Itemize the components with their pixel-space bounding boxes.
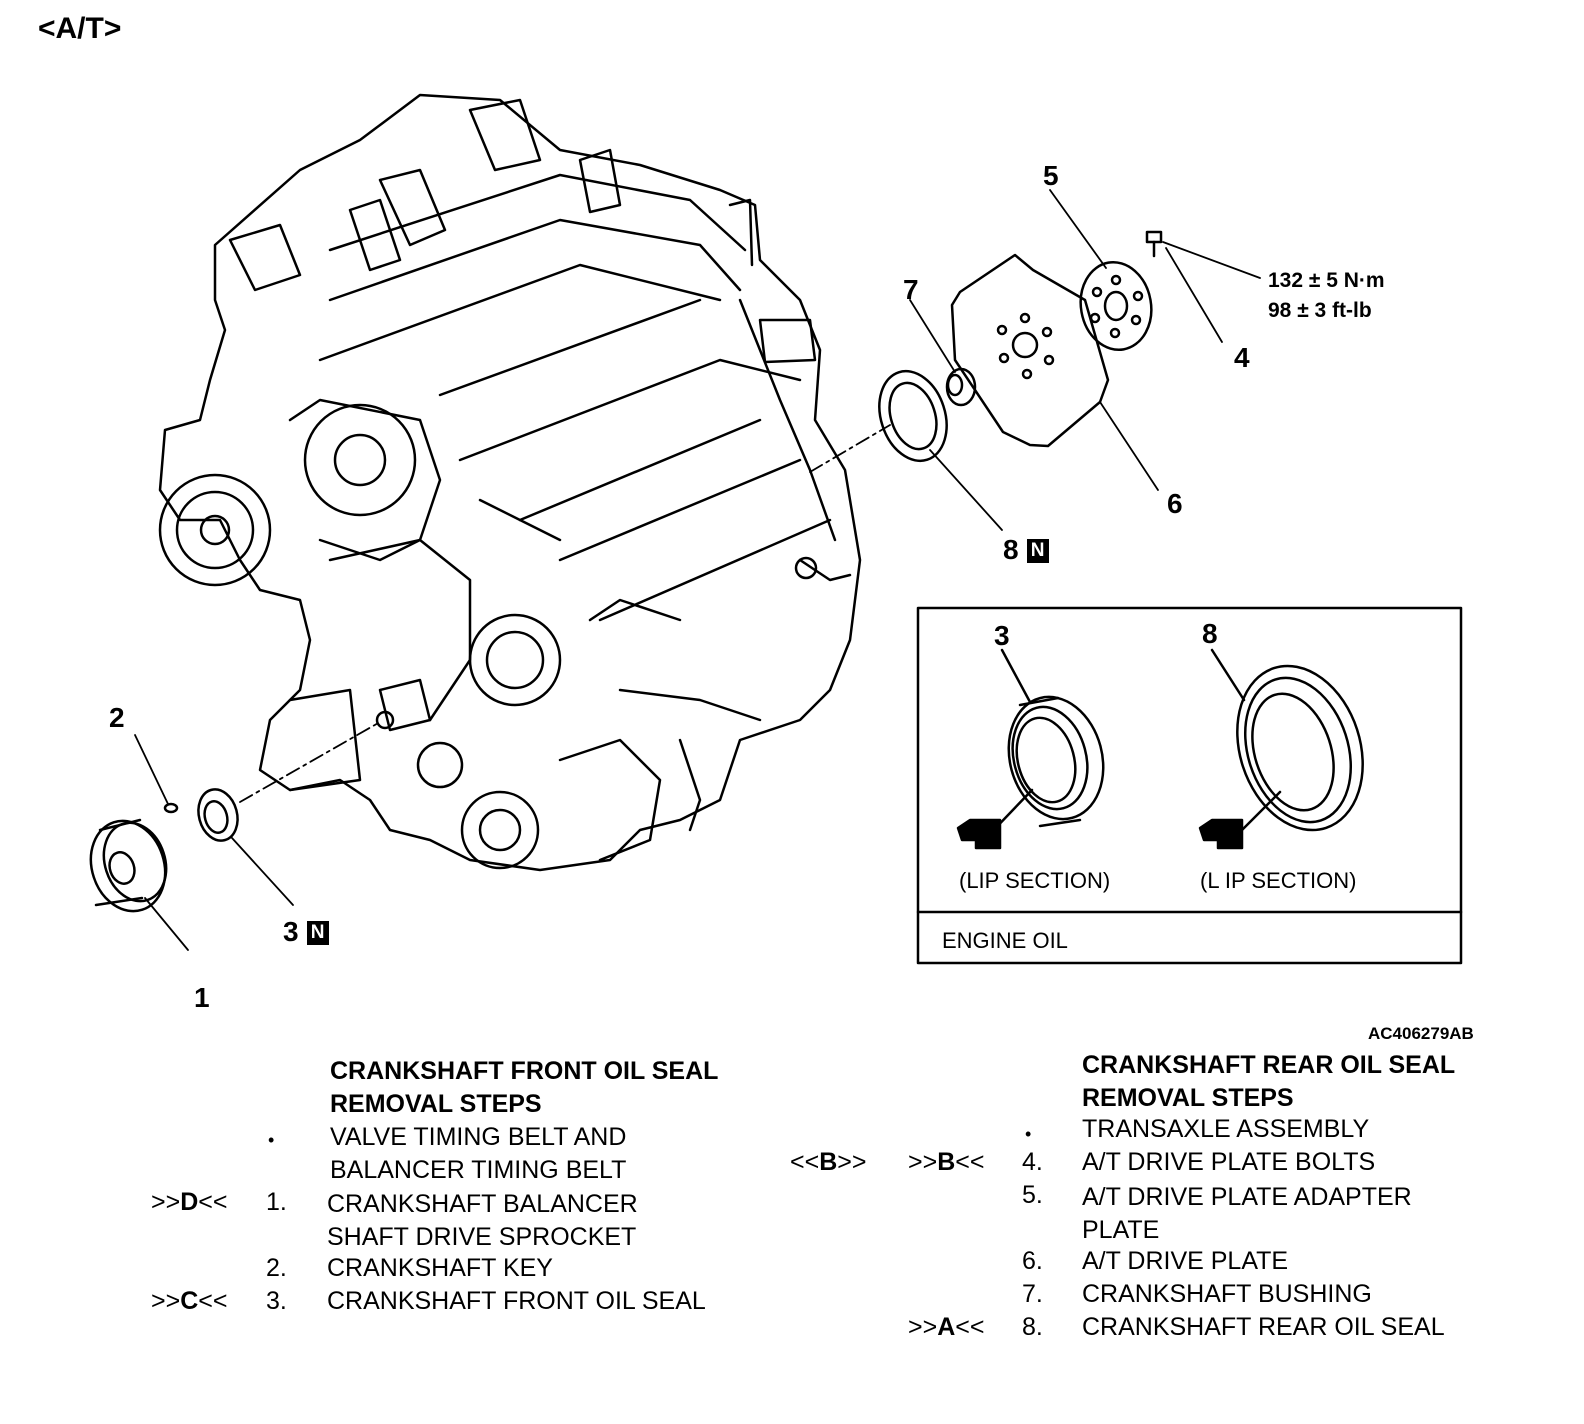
new-part-badge: N: [1026, 539, 1049, 563]
engine-assembly-illustration: [158, 93, 862, 872]
front-heading-line2: REMOVAL STEPS: [330, 1090, 542, 1118]
engine-oil-legend: ENGINE OIL: [942, 928, 1068, 953]
oil-can-icon-left: [956, 818, 1002, 850]
rear-prereq: TRANSAXLE ASSEMBLY: [1082, 1115, 1370, 1143]
front-heading: CRANKSHAFT FRONT OIL SEAL REMOVAL STEPS: [330, 1055, 718, 1121]
rear-heading-line1: CRANKSHAFT REAR OIL SEAL: [1082, 1051, 1456, 1079]
drive-plate-bolt-part: [1145, 230, 1163, 258]
rear-step-7-text: CRANKSHAFT BUSHING: [1082, 1280, 1372, 1308]
front-prereq-line1: VALVE TIMING BELT AND: [330, 1123, 627, 1151]
rear-bullet: •: [1025, 1124, 1032, 1144]
rear-step-4-num: 4.: [1022, 1148, 1043, 1176]
rear-step-8-text: CRANKSHAFT REAR OIL SEAL: [1082, 1313, 1445, 1341]
lip-section-caption-right: (L IP SECTION): [1200, 868, 1357, 893]
new-part-badge: N: [306, 921, 329, 945]
rear-step-6-text: A/T DRIVE PLATE: [1082, 1247, 1289, 1275]
front-oil-seal-part: [197, 788, 239, 842]
front-prereq: VALVE TIMING BELT AND BALANCER TIMING BE…: [330, 1121, 626, 1187]
rear-oil-seal-part: [878, 369, 948, 463]
rear-step-5-line2: PLATE: [1082, 1216, 1160, 1244]
front-bullet: •: [268, 1130, 275, 1150]
callout-1: 1: [194, 982, 210, 1013]
rear-step-5-text: A/T DRIVE PLATE ADAPTER PLATE: [1082, 1181, 1412, 1247]
callout-2: 2: [109, 702, 125, 733]
rear-step-8-install-ref: >>A<<: [908, 1313, 985, 1341]
torque-imperial: 98 ± 3 ft-lb: [1268, 299, 1372, 322]
front-step-1-line2: SHAFT DRIVE SPROCKET: [327, 1223, 637, 1251]
callout-3: 3: [283, 916, 299, 947]
figure-id: AC406279AB: [1368, 1024, 1474, 1043]
page-title: <A/T>: [38, 12, 122, 45]
front-step-3-ref: >>C<<: [151, 1287, 228, 1315]
callout-6: 6: [1167, 488, 1183, 519]
inset-callout-8: 8: [1202, 618, 1218, 649]
rear-step-5-line1: A/T DRIVE PLATE ADAPTER: [1082, 1183, 1412, 1211]
torque-metric: 132 ± 5 N·m: [1268, 269, 1385, 292]
front-step-1-num: 1.: [266, 1188, 287, 1216]
lip-section-caption-left: (LIP SECTION): [959, 868, 1111, 893]
front-step-3-num: 3.: [266, 1287, 287, 1315]
rear-heading: CRANKSHAFT REAR OIL SEAL REMOVAL STEPS: [1082, 1049, 1455, 1115]
oil-can-icon-right: [1198, 818, 1244, 850]
rear-step-4-install-ref: >>B<<: [908, 1148, 985, 1176]
crankshaft-sprocket-part: [89, 818, 168, 913]
drive-plate-part: [950, 253, 1110, 448]
front-step-1-ref: >>D<<: [151, 1188, 228, 1216]
crankshaft-bushing-part: [945, 367, 977, 407]
rear-step-7-num: 7.: [1022, 1280, 1043, 1308]
rear-step-8-num: 8.: [1022, 1313, 1043, 1341]
torque-spec: 132 ± 5 N·m 98 ± 3 ft-lb: [1268, 266, 1385, 326]
callout-4: 4: [1234, 342, 1250, 373]
front-step-1-text: CRANKSHAFT BALANCER SHAFT DRIVE SPROCKET: [327, 1188, 638, 1254]
inset-rear-seal-illustration: [1210, 648, 1364, 838]
callout-8: 8: [1003, 534, 1019, 565]
front-heading-line1: CRANKSHAFT FRONT OIL SEAL: [330, 1057, 719, 1085]
front-prereq-line2: BALANCER TIMING BELT: [330, 1156, 627, 1184]
rear-heading-line2: REMOVAL STEPS: [1082, 1084, 1294, 1112]
callout-7: 7: [903, 274, 919, 305]
inset-callout-3: 3: [994, 620, 1010, 651]
rear-step-4-text: A/T DRIVE PLATE BOLTS: [1082, 1148, 1376, 1176]
front-step-2-text: CRANKSHAFT KEY: [327, 1254, 553, 1282]
front-step-1-line1: CRANKSHAFT BALANCER: [327, 1190, 638, 1218]
rear-step-4-removal-ref: <<B>>: [790, 1148, 867, 1176]
adapter-plate-part: [1079, 260, 1153, 352]
rear-step-6-num: 6.: [1022, 1247, 1043, 1275]
rear-step-5-num: 5.: [1022, 1181, 1043, 1209]
inset-front-seal-illustration: [986, 648, 1105, 838]
lubrication-inset-box: [916, 606, 1463, 965]
front-step-3-text: CRANKSHAFT FRONT OIL SEAL: [327, 1287, 706, 1315]
crankshaft-key-part: [163, 802, 179, 814]
callout-5: 5: [1043, 160, 1059, 191]
front-step-2-num: 2.: [266, 1254, 287, 1282]
